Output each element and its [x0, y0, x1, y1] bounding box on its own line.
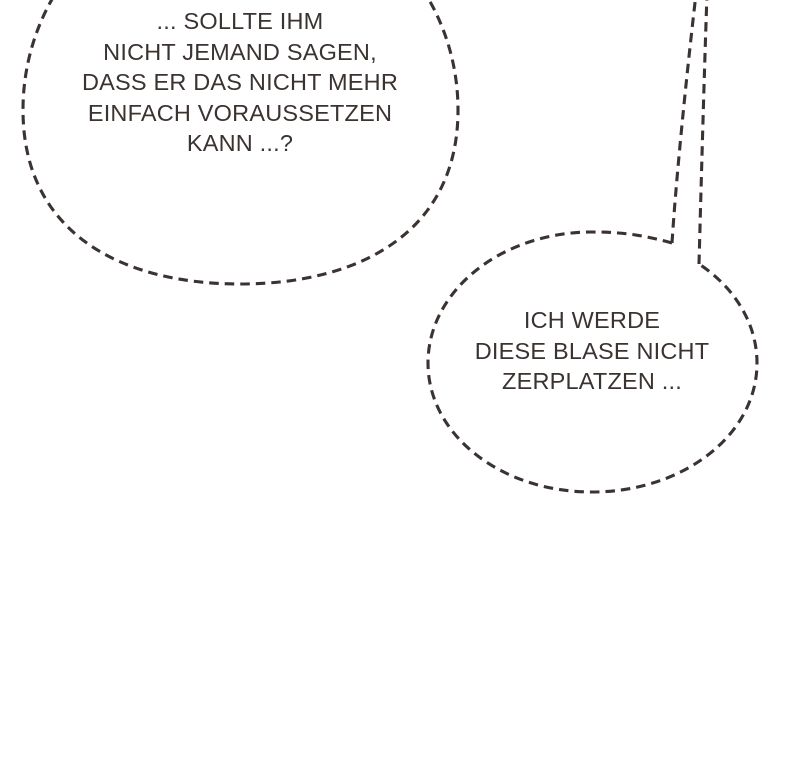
- bubble-2-tail-right: [697, 0, 709, 265]
- bubble-2-text: ICH WERDE DIESE BLASE NICHT ZERPLATZEN .…: [474, 307, 710, 394]
- bubble-1-text: ... SOLLTE IHM NICHT JEMAND SAGEN, DASS …: [81, 8, 399, 156]
- bubble-2-outline: [426, 230, 759, 494]
- bubble-2-tail-left: [670, 0, 697, 244]
